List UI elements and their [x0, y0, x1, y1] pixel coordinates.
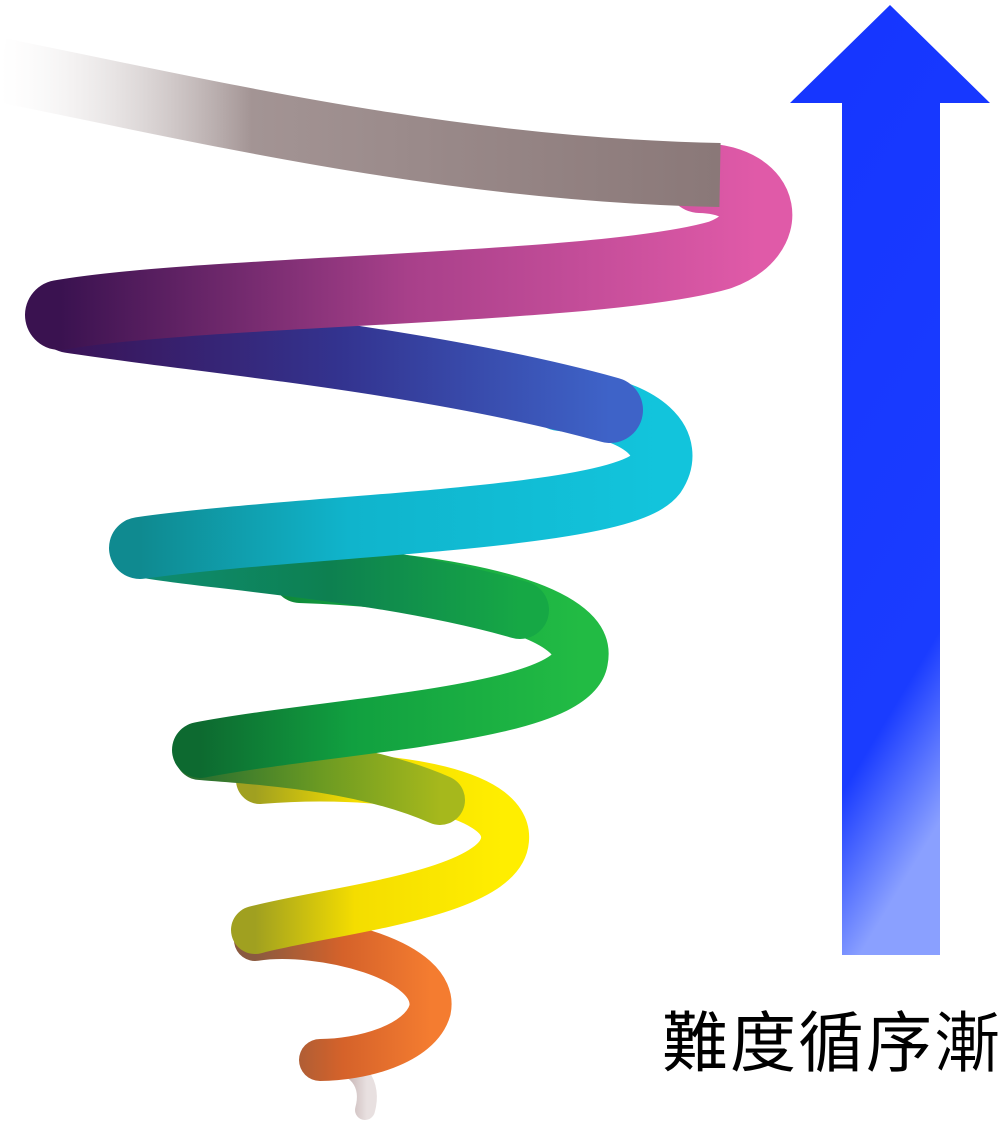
- up-arrow-icon: [790, 5, 990, 955]
- spiral-pink-segment: [25, 143, 793, 350]
- spiral: [0, 38, 793, 1120]
- spiral-orange-segment: [234, 917, 452, 1081]
- spiral-tail-segment: [0, 38, 721, 207]
- spiral-cyan-segment: [109, 369, 693, 579]
- up-arrow: [790, 5, 990, 955]
- difficulty-caption: 難度循序漸: [662, 1005, 1001, 1082]
